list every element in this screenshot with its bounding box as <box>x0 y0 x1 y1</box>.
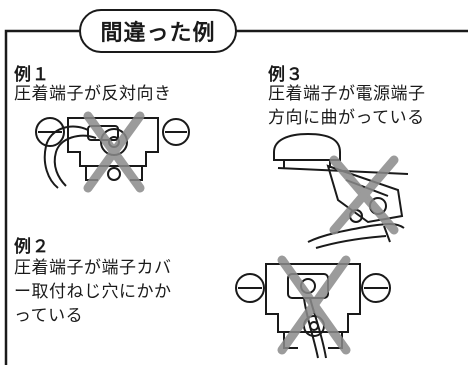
example-1-illustration <box>28 108 198 198</box>
example-2-description-line-2: ー取付ねじ穴にかか <box>14 282 172 302</box>
example-3-description: 圧着端子が電源端子 方向に曲がっている <box>268 82 426 130</box>
example-3-illustration <box>268 130 418 250</box>
example-2-description: 圧着端子が端子カバ ー取付ねじ穴にかか っている <box>14 256 172 328</box>
example-3-title: 例３ <box>268 65 304 85</box>
section-title: 間違った例 <box>79 9 237 53</box>
example-2-title: 例２ <box>14 237 50 257</box>
example-1-description: 圧着端子が反対向き <box>14 82 172 106</box>
example-2-description-line-3: っている <box>14 306 84 326</box>
example-3-description-line-1: 圧着端子が電源端子 <box>268 84 426 104</box>
example-3-description-line-2: 方向に曲がっている <box>268 108 425 128</box>
example-1-title: 例１ <box>14 65 50 85</box>
example-1-description-line: 圧着端子が反対向き <box>14 84 172 104</box>
example-2-description-line-1: 圧着端子が端子カバ <box>14 258 172 278</box>
example-2-illustration <box>230 254 400 360</box>
